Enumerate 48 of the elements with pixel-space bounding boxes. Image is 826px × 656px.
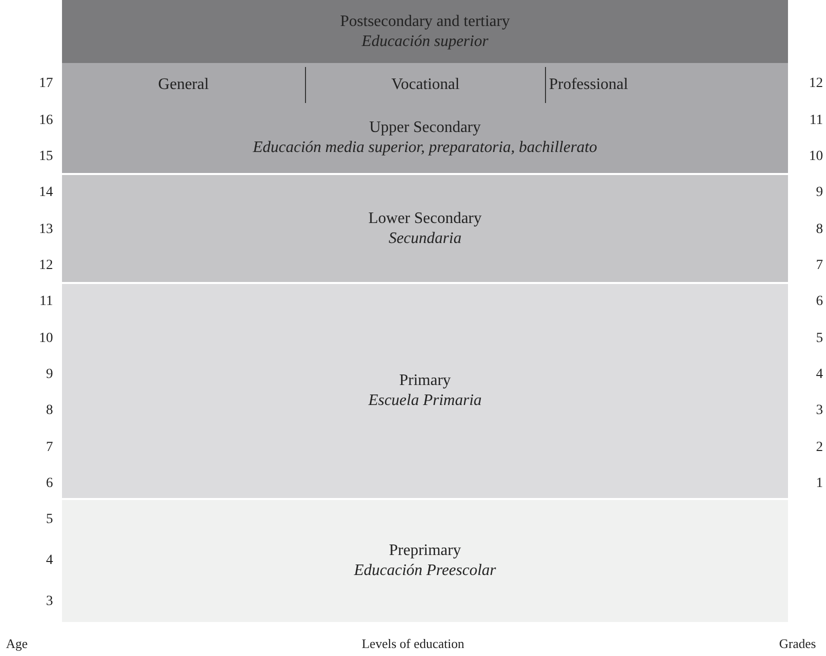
level-title: Lower Secondary bbox=[368, 208, 482, 228]
axis-title: Grades bbox=[779, 636, 816, 652]
age-number: 7 bbox=[46, 440, 53, 456]
age-number: 16 bbox=[39, 113, 53, 129]
track-label: General bbox=[158, 75, 209, 95]
track-cell bbox=[305, 67, 546, 103]
level-subtitle: Secundaria bbox=[388, 228, 462, 248]
age-number: 5 bbox=[46, 512, 53, 528]
grade-number: 8 bbox=[816, 222, 823, 238]
age-number: 13 bbox=[39, 222, 53, 238]
level-title: Postsecondary and tertiary bbox=[340, 12, 510, 32]
age-number: 6 bbox=[46, 476, 53, 492]
axis-title: Age bbox=[6, 636, 28, 652]
level-title: Preprimary bbox=[389, 541, 461, 561]
age-number: 3 bbox=[46, 594, 53, 610]
level-subtitle: Educación Preescolar bbox=[354, 561, 496, 581]
age-number: 15 bbox=[39, 149, 53, 165]
age-number: 12 bbox=[39, 258, 53, 274]
level-subtitle: Educación superior bbox=[362, 32, 488, 52]
grade-number: 2 bbox=[816, 440, 823, 456]
education-level-band bbox=[62, 0, 788, 63]
level-subtitle: Escuela Primaria bbox=[368, 391, 482, 411]
age-number: 8 bbox=[46, 403, 53, 419]
grade-number: 7 bbox=[816, 258, 823, 274]
grade-number: 10 bbox=[809, 149, 823, 165]
age-number: 9 bbox=[46, 367, 53, 383]
grade-number: 3 bbox=[816, 403, 823, 419]
age-number: 4 bbox=[46, 553, 53, 569]
level-title: Primary bbox=[399, 371, 451, 391]
education-level-band bbox=[62, 175, 788, 282]
age-number: 17 bbox=[39, 76, 53, 92]
level-title: Upper Secondary bbox=[369, 118, 481, 138]
level-title: Vocational bbox=[391, 75, 460, 95]
axis-title: Levels of education bbox=[362, 636, 464, 652]
track-label: Professional bbox=[549, 75, 628, 95]
grade-number: 9 bbox=[816, 185, 823, 201]
education-level-band bbox=[62, 63, 788, 173]
education-level-band bbox=[62, 284, 788, 498]
age-number: 11 bbox=[40, 294, 53, 310]
grade-number: 11 bbox=[810, 113, 823, 129]
grade-number: 1 bbox=[816, 476, 823, 492]
age-number: 14 bbox=[39, 185, 53, 201]
level-subtitle: Educación media superior, preparatoria, bachillerato bbox=[252, 138, 598, 158]
grade-number: 5 bbox=[816, 331, 823, 347]
grade-number: 4 bbox=[816, 367, 823, 383]
grade-number: 12 bbox=[809, 76, 823, 92]
age-number: 10 bbox=[39, 331, 53, 347]
grade-number: 6 bbox=[816, 294, 823, 310]
